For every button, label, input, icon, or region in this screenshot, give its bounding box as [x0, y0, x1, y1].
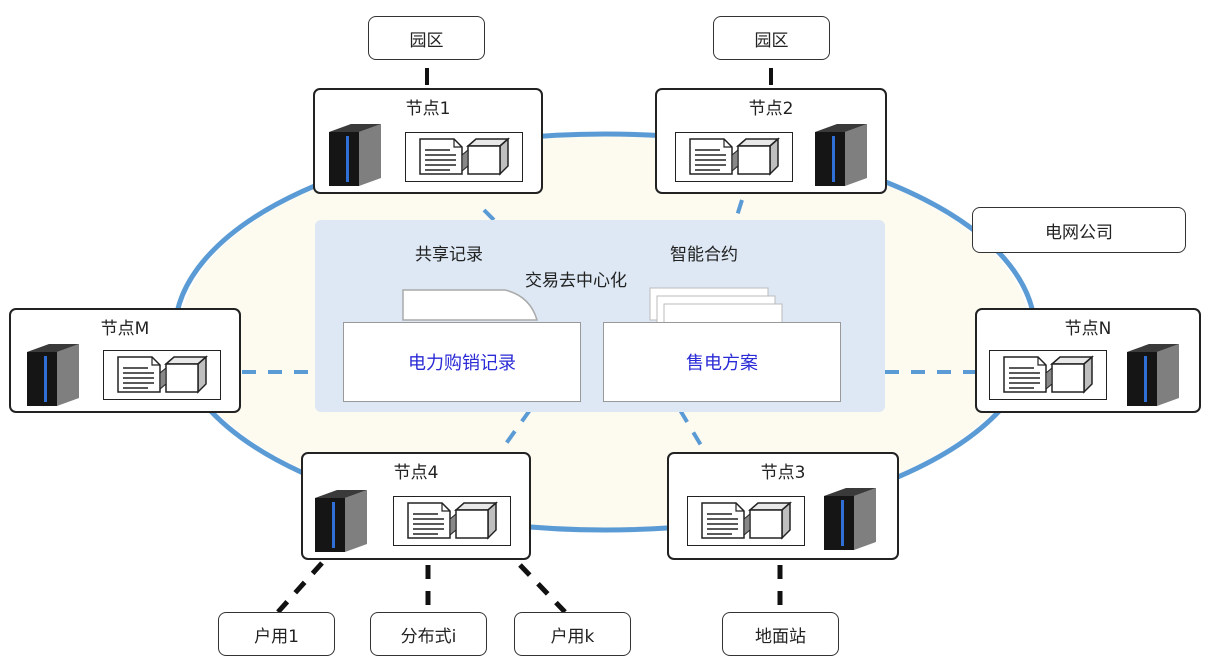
user-1-tag: 户用1	[218, 612, 335, 656]
link-n1	[482, 208, 498, 224]
node-2: 节点2	[655, 88, 887, 194]
ledger-icon	[675, 132, 793, 182]
link-n4	[498, 408, 532, 454]
sales-plan-card: 售电方案	[603, 322, 841, 402]
connector-userk	[518, 563, 567, 614]
ground-station-tag: 地面站	[722, 612, 839, 656]
user-1-label: 户用1	[254, 626, 299, 647]
server-icon	[315, 490, 367, 552]
ledger-icon	[393, 496, 511, 546]
distributed-tag: 分布式i	[370, 612, 487, 656]
ledger-icon	[103, 350, 221, 400]
user-k-label: 户用k	[550, 626, 595, 647]
park-label-right: 园区	[754, 30, 789, 51]
server-icon	[27, 344, 79, 406]
smart-contract-label: 智能合约	[670, 245, 738, 265]
server-icon	[1127, 344, 1179, 406]
link-n2	[733, 199, 744, 223]
node-3: 节点3	[667, 452, 899, 560]
park-tag-right: 园区	[713, 16, 830, 60]
node-m-title: 节点M	[100, 319, 150, 339]
ledger-icon	[687, 496, 805, 546]
link-n3	[678, 408, 707, 454]
grid-company-tag: 电网公司	[972, 207, 1186, 253]
document-curl-icon	[402, 289, 539, 321]
ground-station-label: 地面站	[755, 626, 806, 647]
grid-company-label: 电网公司	[1045, 222, 1113, 243]
power-trade-records-label: 电力购销记录	[408, 353, 516, 374]
park-tag-left: 园区	[368, 16, 485, 60]
ledger-icon	[989, 350, 1107, 400]
sales-plan-label: 售电方案	[686, 353, 758, 374]
node-m: 节点M	[9, 308, 241, 413]
user-k-tag: 户用k	[514, 612, 631, 656]
node-2-title: 节点2	[748, 99, 794, 119]
node-4: 节点4	[301, 452, 531, 560]
node-1: 节点1	[313, 88, 543, 194]
distributed-label: 分布式i	[400, 626, 457, 647]
connector-user1	[276, 561, 324, 614]
node-1-title: 节点1	[405, 99, 451, 119]
node-4-title: 节点4	[393, 463, 439, 483]
decentralized-label: 交易去中心化	[525, 271, 627, 291]
center-panel: 共享记录 智能合约 交易去中心化 电力购销记录 售电方案	[315, 220, 885, 412]
server-icon	[329, 124, 381, 186]
server-icon	[824, 488, 876, 550]
node-n-title: 节点N	[1064, 319, 1112, 339]
node-3-title: 节点3	[760, 463, 806, 483]
shared-records-label: 共享记录	[415, 245, 483, 265]
power-trade-records-card: 电力购销记录	[343, 322, 581, 402]
server-icon	[815, 124, 867, 186]
node-n: 节点N	[975, 308, 1201, 413]
ledger-icon	[405, 132, 523, 182]
park-label-left: 园区	[409, 30, 444, 51]
